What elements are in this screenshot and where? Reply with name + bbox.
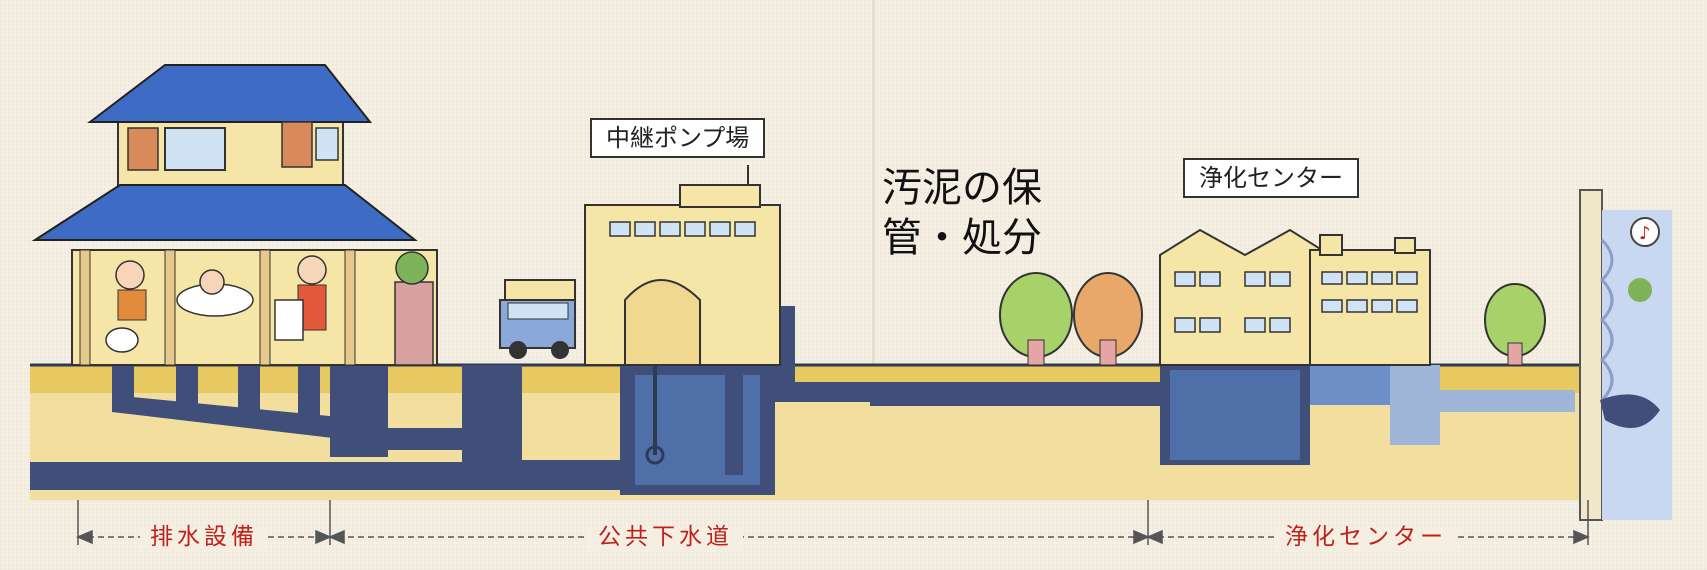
final-tank <box>1390 365 1440 445</box>
river-embankment: ♪ <box>1579 189 1672 521</box>
connecting-pipe <box>385 428 467 450</box>
drainage-pipes <box>30 365 630 490</box>
segment-dimension-lines <box>76 500 1590 545</box>
sludge-text-line1: 汚泥の保 <box>882 165 1042 211</box>
truck-icon <box>499 279 576 359</box>
segment-label-drainage: 排水設備 <box>140 526 268 549</box>
frog-icon <box>1628 278 1652 302</box>
sink-icon <box>274 299 304 341</box>
toilet-icon <box>105 327 139 353</box>
river <box>1602 210 1672 520</box>
person-bath <box>199 269 225 295</box>
person-kitchen <box>297 255 327 285</box>
pump-station-building <box>584 165 781 366</box>
upper-roof <box>87 64 373 123</box>
outfall-water <box>1600 394 1660 428</box>
main-sewer-pipe-2 <box>500 460 630 490</box>
purification-center-label: 浄化センター <box>1183 158 1359 198</box>
trunk-sewer-pipe <box>870 382 1170 406</box>
house <box>31 64 438 366</box>
drain-riser <box>238 365 260 419</box>
svg-text:♪: ♪ <box>1639 223 1651 244</box>
aeration-tank <box>1310 365 1390 405</box>
window <box>164 127 226 171</box>
treatment-tanks <box>1160 365 1575 465</box>
drain-riser <box>112 365 134 405</box>
sloped-drain-pipe <box>112 395 350 440</box>
sludge-disposal-text: 汚泥の保 管・処分 <box>882 163 1042 263</box>
page-fold <box>872 0 875 500</box>
segment-label-public-sewer: 公共下水道 <box>588 526 743 549</box>
force-main-pipe <box>760 306 870 402</box>
manhole-chamber <box>462 365 522 463</box>
pump-station-label: 中継ポンプ場 <box>590 118 766 158</box>
outfall-pipe <box>1440 390 1575 412</box>
shrub-icon <box>395 251 429 285</box>
segment-label-purification: 浄化センター <box>1275 526 1457 549</box>
sludge-text-line2: 管・処分 <box>882 215 1042 261</box>
drain-riser <box>176 365 198 413</box>
music-note-icon <box>1630 217 1660 247</box>
lower-roof <box>31 184 418 241</box>
treatment-buildings <box>1159 228 1431 366</box>
door <box>394 281 434 366</box>
person-toilet <box>115 260 145 290</box>
drain-riser <box>298 365 320 425</box>
inspection-chamber <box>330 365 388 457</box>
trees <box>999 272 1546 366</box>
